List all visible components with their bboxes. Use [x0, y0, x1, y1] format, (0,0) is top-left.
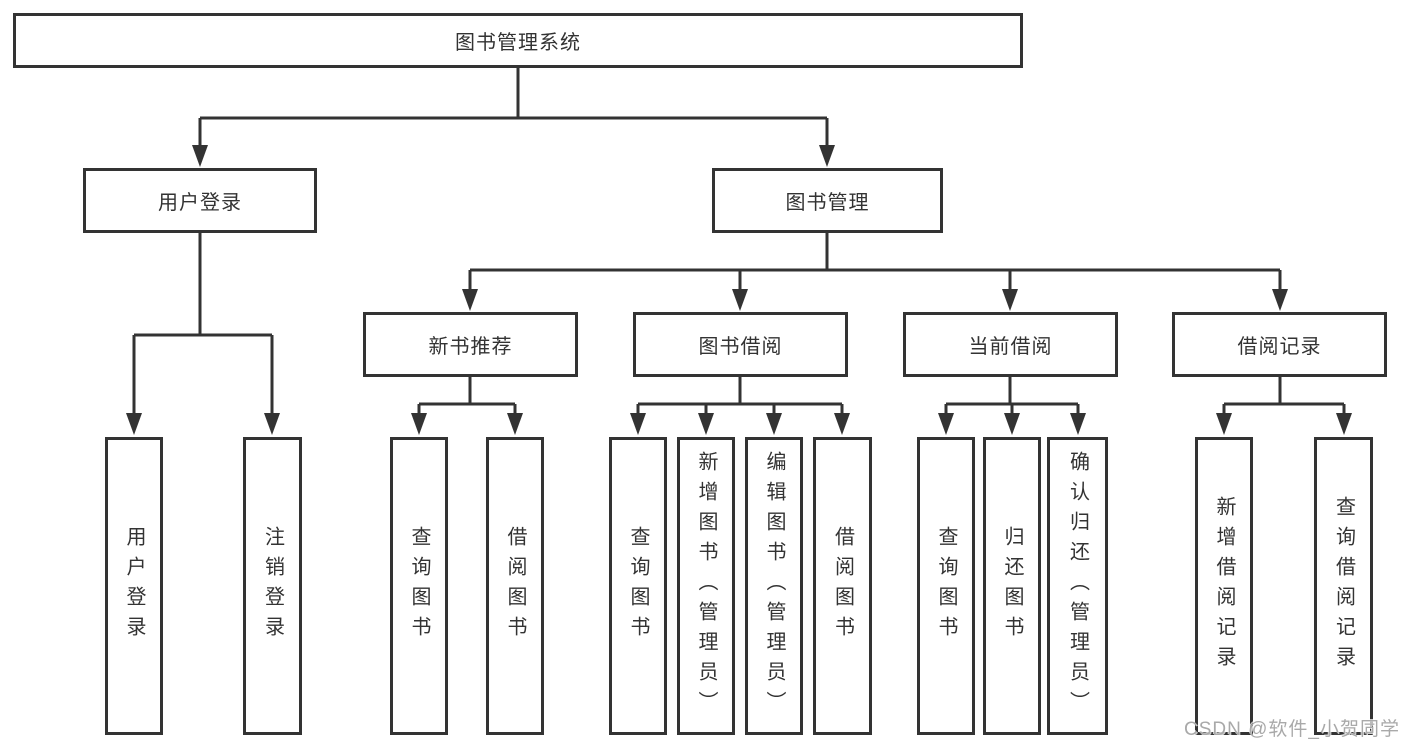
node-user-login: 用户登录	[83, 168, 317, 233]
leaf-query-borrow-record: 查询借阅记录	[1314, 437, 1373, 735]
arrowhead	[938, 413, 954, 435]
csdn-watermark: CSDN @软件_小贺同学	[1184, 719, 1400, 740]
arrowhead	[507, 413, 523, 435]
arrowhead	[264, 413, 280, 435]
arrowhead	[1336, 413, 1352, 435]
leaf-add-borrow-record: 新增借阅记录	[1195, 437, 1253, 735]
node-new-book-recommend: 新书推荐	[363, 312, 578, 377]
arrowhead	[1004, 413, 1020, 435]
arrowhead	[1070, 413, 1086, 435]
arrowhead	[462, 289, 478, 311]
leaf-add-books-admin: 新增图书（管理员）	[677, 437, 735, 735]
leaf-user-login: 用户登录	[105, 437, 163, 735]
arrowhead	[1002, 289, 1018, 311]
arrowhead	[192, 145, 208, 167]
leaf-borrow-books: 借阅图书	[813, 437, 872, 735]
arrowhead	[630, 413, 646, 435]
arrowhead	[766, 413, 782, 435]
arrowhead	[411, 413, 427, 435]
node-book-management: 图书管理	[712, 168, 943, 233]
leaf-edit-books-admin: 编辑图书（管理员）	[745, 437, 803, 735]
node-book-borrow: 图书借阅	[633, 312, 848, 377]
arrowhead	[834, 413, 850, 435]
node-borrow-records: 借阅记录	[1172, 312, 1387, 377]
leaf-logout: 注销登录	[243, 437, 302, 735]
node-current-borrow: 当前借阅	[903, 312, 1118, 377]
leaf-return-books: 归还图书	[983, 437, 1041, 735]
leaf-query-books-current: 查询图书	[917, 437, 975, 735]
leaf-confirm-return-admin: 确认归还（管理员）	[1047, 437, 1108, 735]
arrowhead	[698, 413, 714, 435]
arrowhead	[819, 145, 835, 167]
arrowhead	[1216, 413, 1232, 435]
arrowhead	[732, 289, 748, 311]
leaf-borrow-books-recommend: 借阅图书	[486, 437, 544, 735]
arrowhead	[126, 413, 142, 435]
node-root-system: 图书管理系统	[13, 13, 1023, 68]
arrowhead	[1272, 289, 1288, 311]
leaf-query-books-borrow: 查询图书	[609, 437, 667, 735]
leaf-query-books-recommend: 查询图书	[390, 437, 448, 735]
